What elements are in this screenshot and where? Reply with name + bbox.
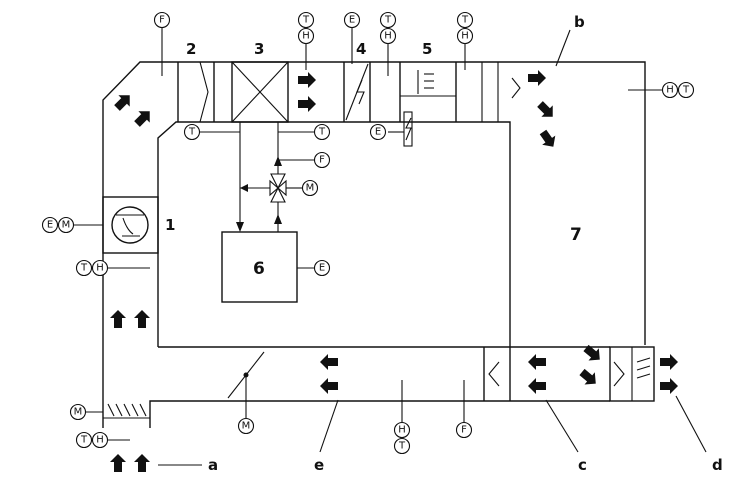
humidity-sensor-return: H [393, 421, 411, 439]
label-2: 2 [186, 40, 196, 58]
humidity-sensor-room: H [661, 81, 679, 99]
temperature-sensor-top-2: T [379, 11, 397, 29]
airflow-arrows [110, 70, 678, 472]
motor-symbol-valve: M [301, 179, 319, 197]
sensor-symbols: F T H E T H T H H T T T E F M E M T H E … [41, 11, 695, 455]
port-label-b: b [574, 13, 585, 31]
label-7: 7 [570, 225, 582, 245]
temperature-sensor-top-1: T [297, 11, 315, 29]
svg-text:H: H [461, 31, 469, 42]
label-1: 1 [165, 216, 175, 234]
flow-sensor-return: F [455, 421, 473, 439]
flow-sensor-top: F [153, 11, 171, 29]
heat-source-unit [221, 231, 298, 303]
svg-text:M: M [306, 183, 315, 194]
motor-symbol-fan: M [57, 216, 75, 234]
svg-text:H: H [96, 435, 104, 446]
svg-text:T: T [302, 15, 310, 26]
leader-lines [74, 28, 707, 466]
humidity-sensor-top-3: H [456, 27, 474, 45]
humidity-sensor-top-1: H [297, 27, 315, 45]
port-label-a: a [208, 456, 218, 474]
temperature-sensor-coil-in: T [183, 123, 201, 141]
humidity-sensor-supply: H [91, 259, 109, 277]
heat-exchanger [231, 61, 289, 123]
port-label-e: e [314, 456, 324, 474]
label-6: 6 [253, 259, 265, 279]
duct-lines [102, 61, 646, 428]
svg-text:M: M [74, 407, 83, 418]
svg-text:H: H [398, 425, 406, 436]
svg-text:H: H [384, 31, 392, 42]
svg-text:M: M [62, 220, 71, 231]
motor-symbol-mixing-damper: M [237, 417, 255, 435]
svg-text:T: T [398, 441, 406, 452]
mixing-damper [227, 351, 265, 418]
motor-symbol-intake-damper: M [69, 403, 87, 421]
return-section [488, 346, 655, 402]
supply-fan [102, 196, 159, 254]
humidity-sensor-top-2: H [379, 27, 397, 45]
svg-text:E: E [319, 263, 325, 274]
svg-text:F: F [319, 155, 325, 166]
filter-unit [177, 61, 215, 123]
svg-text:T: T [682, 85, 690, 96]
flow-sensor-coil: F [313, 151, 331, 169]
temperature-sensor-room: T [677, 81, 695, 99]
electric-symbol-heater: E [343, 11, 361, 29]
temperature-sensor-coil-out: T [313, 123, 331, 141]
svg-text:E: E [47, 220, 53, 231]
svg-text:E: E [349, 15, 355, 26]
svg-text:T: T [461, 15, 469, 26]
svg-text:F: F [159, 15, 165, 26]
svg-text:T: T [188, 127, 196, 138]
svg-text:H: H [666, 85, 674, 96]
humidifier [399, 62, 499, 147]
svg-text:T: T [80, 435, 88, 446]
intake-damper [86, 403, 147, 417]
label-3: 3 [254, 40, 264, 58]
port-label-c: c [578, 456, 587, 474]
electric-heater [343, 62, 371, 122]
svg-text:F: F [461, 425, 467, 436]
supply-louvre [511, 77, 521, 99]
humidity-sensor-intake: H [91, 431, 109, 449]
temperature-sensor-return: T [393, 437, 411, 455]
svg-text:M: M [242, 421, 251, 432]
electric-symbol-humidifier: E [369, 123, 387, 141]
electric-symbol-fan: E [41, 216, 59, 234]
label-5: 5 [422, 40, 432, 58]
svg-text:T: T [318, 127, 326, 138]
svg-text:E: E [375, 127, 381, 138]
temperature-sensor-supply: T [75, 259, 93, 277]
port-label-d: d [712, 456, 723, 474]
svg-text:H: H [96, 263, 104, 274]
label-4: 4 [356, 40, 366, 58]
component-labels: 2 3 4 5 1 6 7 a b c d e [165, 13, 723, 474]
svg-text:T: T [80, 263, 88, 274]
temperature-sensor-top-3: T [456, 11, 474, 29]
electric-symbol-heat-source: E [313, 259, 331, 277]
svg-text:T: T [384, 15, 392, 26]
piping [186, 122, 314, 232]
svg-text:H: H [302, 31, 310, 42]
temperature-sensor-intake: T [75, 431, 93, 449]
